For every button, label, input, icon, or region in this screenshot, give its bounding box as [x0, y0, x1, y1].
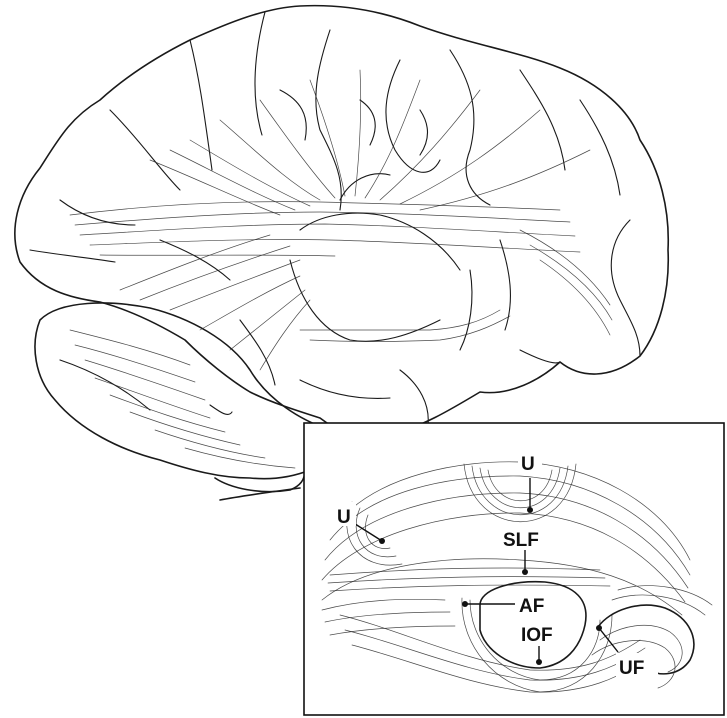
af-dot: [462, 601, 468, 607]
label-pointers: [351, 478, 619, 665]
cerebrum-outline: [14, 4, 670, 437]
u-top-label: U: [521, 454, 535, 475]
u-top-dot: [527, 507, 533, 513]
af-label: AF: [519, 596, 544, 617]
uf-hook: [597, 604, 695, 675]
cerebellum-outline: [34, 302, 340, 480]
iof-label: IOF: [521, 625, 553, 646]
brain-sulci: [29, 11, 641, 426]
u-top-label-bg: [518, 449, 542, 473]
inset-fibers: [321, 461, 713, 693]
uf-label: UF: [619, 658, 644, 679]
inset-frame: [303, 422, 725, 716]
brainstem-line: [219, 487, 301, 501]
iof-label-bg: [518, 620, 566, 644]
slf-dot: [522, 569, 528, 575]
brain-fibers: [69, 69, 613, 469]
slf-label-bg: [500, 526, 552, 550]
u-left-label-bg: [334, 502, 356, 526]
fiber-inset-panel: U U SLF AF IOF UF: [303, 422, 725, 716]
iof-dot: [536, 659, 542, 665]
slf-label: SLF: [503, 530, 539, 551]
fiber-labels: U U SLF AF IOF UF: [334, 449, 658, 679]
uf-label-bg: [616, 653, 658, 677]
uf-leader: [598, 627, 619, 653]
u-left-leader: [351, 521, 383, 542]
af-label-bg: [516, 592, 556, 616]
uf-dot: [596, 625, 602, 631]
u-left-dot: [379, 538, 385, 544]
u-left-label: U: [337, 507, 351, 528]
brain-illustration: [14, 4, 670, 501]
af-loop: [479, 580, 587, 669]
